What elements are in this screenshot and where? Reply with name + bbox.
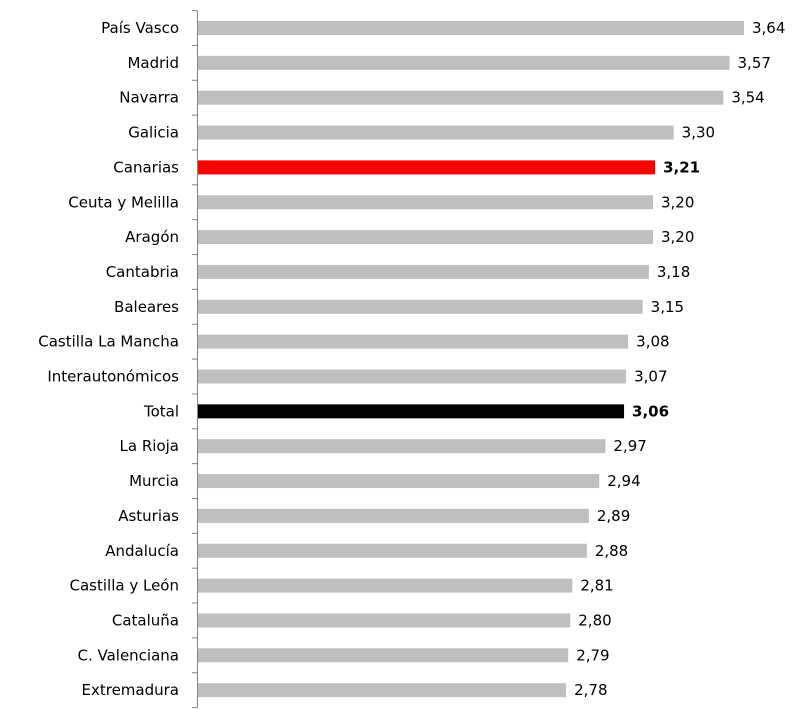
bar-la-rioja [198, 439, 606, 454]
bar-cantabria [198, 264, 649, 279]
value-label-canarias: 3,21 [663, 158, 700, 176]
value-label-asturias: 2,89 [597, 507, 630, 525]
value-label-navarra: 3,54 [731, 89, 764, 107]
bar-cataluna [198, 613, 571, 628]
value-label-total: 3,06 [632, 402, 669, 420]
bars-group [198, 21, 744, 698]
category-label-c-valenciana: C. Valenciana [77, 646, 179, 664]
bar-asturias [198, 508, 589, 523]
bar-castilla-la-mancha [198, 334, 629, 349]
category-label-galicia: Galicia [128, 124, 179, 142]
category-label-cataluna: Cataluña [112, 611, 179, 629]
value-label-galicia: 3,30 [682, 124, 715, 142]
category-label-madrid: Madrid [127, 54, 179, 72]
category-label-castilla-y-leon: Castilla y León [70, 577, 179, 595]
value-label-aragon: 3,20 [661, 228, 694, 246]
bar-castilla-y-leon [198, 578, 573, 593]
category-label-la-rioja: La Rioja [120, 437, 179, 455]
value-label-ceuta-y-melilla: 3,20 [661, 193, 694, 211]
category-labels-group: País VascoMadridNavarraGaliciaCanariasCe… [38, 19, 179, 699]
category-label-castilla-la-mancha: Castilla La Mancha [38, 333, 179, 351]
bar-galicia [198, 125, 674, 140]
value-label-andalucia: 2,88 [595, 542, 628, 560]
value-label-baleares: 3,15 [651, 298, 684, 316]
value-label-murcia: 2,94 [607, 472, 640, 490]
category-label-ceuta-y-melilla: Ceuta y Melilla [68, 193, 179, 211]
category-label-navarra: Navarra [119, 89, 179, 107]
value-label-interautonomicos: 3,07 [634, 368, 667, 386]
category-label-aragon: Aragón [125, 228, 179, 246]
category-label-interautonomicos: Interautonómicos [47, 368, 179, 386]
bar-canarias [198, 160, 656, 175]
bar-navarra [198, 90, 724, 105]
value-label-pais-vasco: 3,64 [752, 19, 785, 37]
category-label-andalucia: Andalucía [105, 542, 179, 560]
value-label-la-rioja: 2,97 [613, 437, 646, 455]
value-label-c-valenciana: 2,79 [576, 646, 609, 664]
bar-pais-vasco [198, 21, 744, 35]
value-label-cantabria: 3,18 [657, 263, 690, 281]
value-label-cataluna: 2,80 [578, 611, 611, 629]
category-label-murcia: Murcia [129, 472, 179, 490]
bar-murcia [198, 474, 600, 489]
category-label-extremadura: Extremadura [82, 681, 180, 699]
category-label-total: Total [143, 402, 179, 420]
category-label-cantabria: Cantabria [106, 263, 179, 281]
value-label-castilla-y-leon: 2,81 [580, 577, 613, 595]
bar-interautonomicos [198, 369, 627, 384]
bar-aragon [198, 230, 653, 245]
bar-total [198, 404, 625, 419]
bar-c-valenciana [198, 648, 569, 663]
value-label-castilla-la-mancha: 3,08 [636, 333, 669, 351]
category-label-canarias: Canarias [113, 158, 179, 176]
value-label-madrid: 3,57 [738, 54, 771, 72]
category-label-baleares: Baleares [114, 298, 179, 316]
bar-ceuta-y-melilla [198, 195, 653, 210]
bar-baleares [198, 299, 643, 314]
bar-andalucia [198, 543, 587, 558]
axis-group [192, 10, 198, 709]
category-label-pais-vasco: País Vasco [101, 19, 179, 37]
category-label-asturias: Asturias [118, 507, 179, 525]
bar-madrid [198, 55, 730, 70]
value-labels-group: 3,64 3,57 3,54 3,30 3,21 3,20 3,20 3,18 3,15 3,08… [574, 19, 785, 699]
bar-extremadura [198, 683, 567, 698]
value-label-extremadura: 2,78 [574, 681, 607, 699]
